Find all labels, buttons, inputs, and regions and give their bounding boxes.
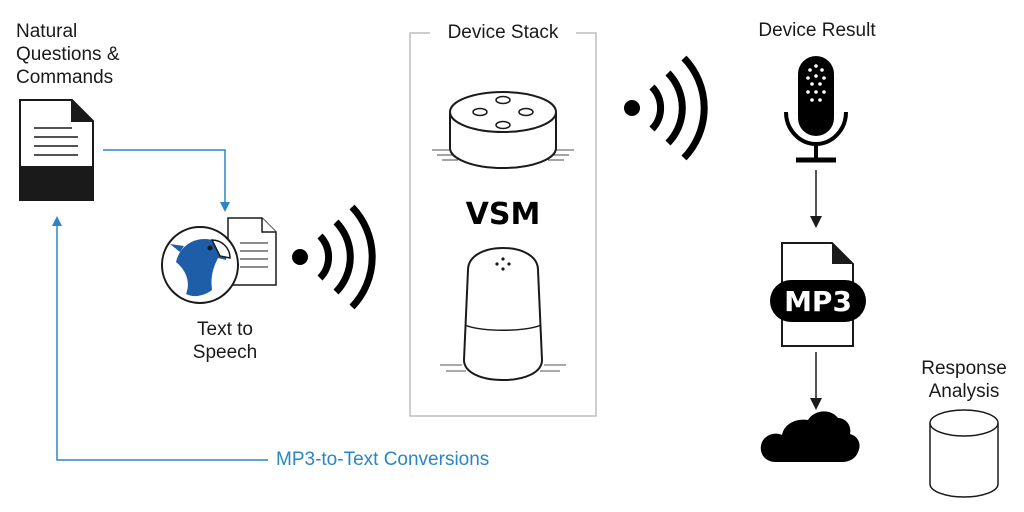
- cloud-icon: [760, 411, 860, 462]
- response-analysis-label: Response Analysis: [921, 358, 1007, 402]
- smart-speaker-cylinder-icon: [440, 246, 566, 382]
- mp3-file-icon: MP3: [770, 242, 866, 347]
- wireless-signal-icon-2: [624, 55, 708, 161]
- database-icon: [929, 409, 999, 498]
- smart-speaker-puck-icon: [432, 91, 574, 169]
- tts-parrot-icon: [161, 217, 277, 304]
- text-to-speech-label: Text to Speech: [192, 319, 258, 363]
- document-icon: [19, 99, 94, 201]
- natural-questions-label: Natural Questions & Commands: [16, 21, 120, 88]
- device-result-label: Device Result: [758, 20, 876, 41]
- wireless-signal-icon-1: [292, 204, 376, 310]
- vsm-label: VSM: [466, 197, 541, 232]
- mp3-label: MP3: [784, 285, 852, 318]
- mp3-to-text-label: MP3-to-Text Conversions: [276, 449, 490, 470]
- arrow-doc-to-tts: [103, 149, 230, 212]
- microphone-icon: [784, 56, 848, 163]
- arrow-mp3-to-text-feedback: [52, 216, 268, 461]
- device-stack-label: Device Stack: [447, 22, 559, 43]
- device-stack-frame: [409, 32, 597, 417]
